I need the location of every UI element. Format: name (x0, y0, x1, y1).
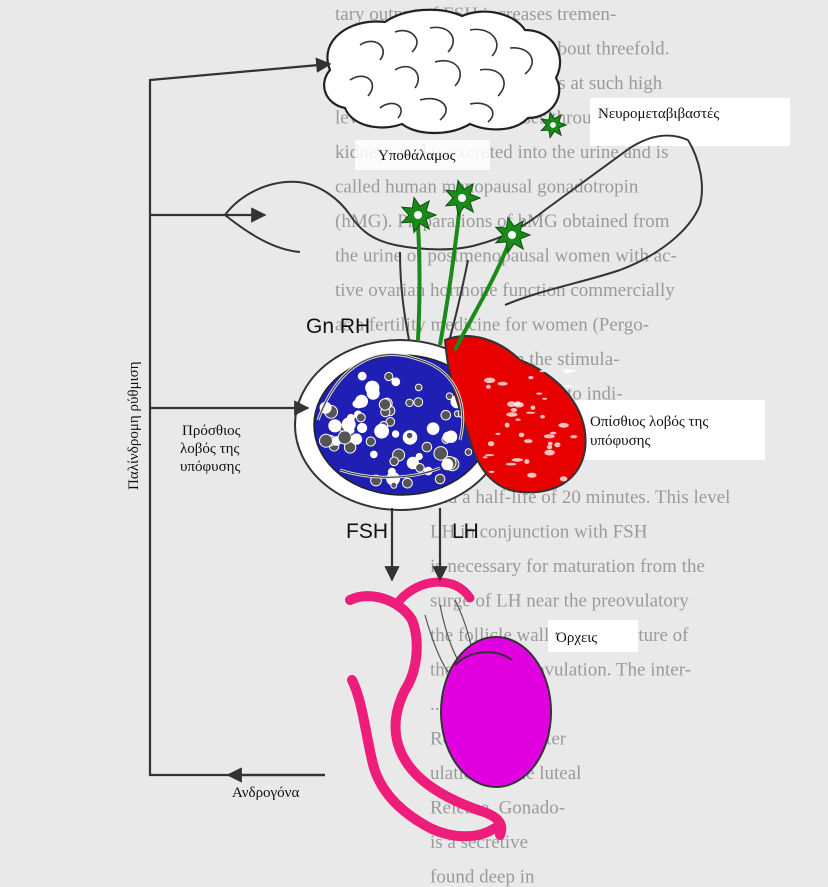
posterior-cell (486, 385, 491, 389)
neuron-nucleus (414, 211, 422, 219)
anterior-cell (427, 423, 439, 435)
anterior-cell (379, 399, 390, 410)
posterior-cell (524, 459, 529, 464)
posterior-cell (562, 369, 572, 373)
label-androgens: Ανδρογόνα (232, 785, 299, 801)
anterior-cell (392, 431, 398, 437)
anterior-cell (422, 442, 432, 452)
label-anterior-line2: λοβός της (180, 441, 239, 457)
label-anterior-line1: Πρόσθιος (182, 423, 241, 439)
anterior-cell (442, 459, 453, 470)
anterior-cell (403, 478, 413, 488)
anterior-cell (329, 420, 341, 432)
anterior-cell (392, 378, 400, 386)
posterior-cell (506, 463, 517, 466)
anterior-cell (435, 474, 445, 484)
posterior-cell (531, 406, 536, 410)
anterior-cell (367, 387, 379, 399)
anterior-cell (375, 424, 389, 438)
label-feedback: Παλίνδρομη ρύθμιση (126, 361, 142, 490)
posterior-cell (511, 408, 517, 412)
anterior-cell (406, 399, 413, 406)
background-text-line: is necessary for maturation from the (430, 556, 705, 577)
anterior-cell (388, 468, 395, 475)
posterior-cell (488, 441, 494, 446)
label-testes: Όρχεις (555, 630, 597, 646)
posterior-cell (528, 376, 533, 379)
posterior-cell (495, 433, 500, 435)
posterior-cell (560, 476, 568, 481)
posterior-cell (554, 442, 560, 447)
background-text-line: called human menopausal gonadotropin (335, 177, 639, 198)
label-lh: LH (452, 520, 479, 543)
posterior-cell (498, 382, 508, 386)
label-patch (555, 400, 765, 460)
anterior-cell (338, 431, 351, 444)
posterior-cell (540, 415, 545, 419)
background-text-line: as a fertility medicine for women (Pergo… (335, 315, 649, 336)
anterior-cell (357, 413, 366, 422)
anterior-cell (385, 372, 393, 380)
neuron-nucleus (550, 122, 556, 128)
anterior-cell (415, 384, 422, 391)
anterior-cell (390, 457, 399, 466)
anterior-cell (443, 432, 453, 442)
anterior-cell (353, 401, 360, 408)
neuron-nucleus (458, 194, 466, 202)
label-hypothalamus: Υποθάλαμος (378, 148, 456, 164)
posterior-cell (547, 445, 552, 449)
anterior-cell (391, 482, 397, 488)
label-neurotransmitters: Νευρομεταβιβαστές (598, 106, 719, 122)
background-text-line: found deep in (430, 867, 535, 887)
background-text-line: and a half-life of 20 minutes. This leve… (430, 487, 730, 508)
anterior-cell (342, 418, 355, 431)
posterior-cell (544, 450, 555, 456)
brain-illustration (324, 10, 560, 133)
anterior-cell (320, 434, 333, 447)
anterior-cell (358, 423, 367, 432)
posterior-cell (524, 439, 533, 443)
posterior-cell (483, 456, 488, 458)
label-fsh: FSH (346, 520, 388, 543)
posterior-cell (506, 412, 517, 416)
posterior-cell (526, 412, 536, 414)
label-posterior-line2: υπόφυσης (590, 433, 651, 449)
posterior-cell (507, 401, 516, 407)
anterior-cell (416, 453, 422, 459)
posterior-cell (563, 385, 573, 387)
anterior-cell (416, 464, 425, 473)
testis (441, 637, 551, 787)
posterior-cell (489, 471, 495, 473)
anterior-cell (414, 398, 423, 407)
posterior-cell (484, 378, 495, 384)
background-text-line: tive ovarian hormone function commercial… (335, 280, 675, 301)
label-gnrh: Gn RH (306, 315, 370, 338)
label-anterior-line3: υπόφυσης (180, 459, 241, 475)
posterior-cell (485, 454, 495, 456)
posterior-cell (542, 398, 547, 400)
posterior-cell (519, 433, 525, 438)
posterior-cell (516, 419, 521, 421)
anterior-cell (465, 449, 472, 456)
posterior-cell (550, 432, 556, 435)
posterior-cell (540, 370, 546, 372)
anterior-cell (406, 432, 413, 439)
posterior-cell (570, 435, 577, 438)
anterior-cell (366, 437, 375, 446)
posterior-cell (558, 423, 569, 428)
posterior-cell (527, 473, 536, 478)
neuron-nucleus (508, 231, 516, 239)
posterior-cell (505, 423, 510, 428)
anterior-cell (351, 434, 361, 444)
posterior-cell (515, 401, 521, 406)
posterior-cell (536, 393, 542, 395)
posterior-cell (544, 434, 555, 438)
anterior-cell (358, 372, 366, 380)
anterior-cell (371, 451, 378, 458)
anterior-cell (441, 410, 451, 420)
label-posterior-line1: Οπίσθιος λοβός της (590, 414, 708, 430)
posterior-cell (548, 442, 553, 446)
posterior-cell (512, 458, 523, 462)
